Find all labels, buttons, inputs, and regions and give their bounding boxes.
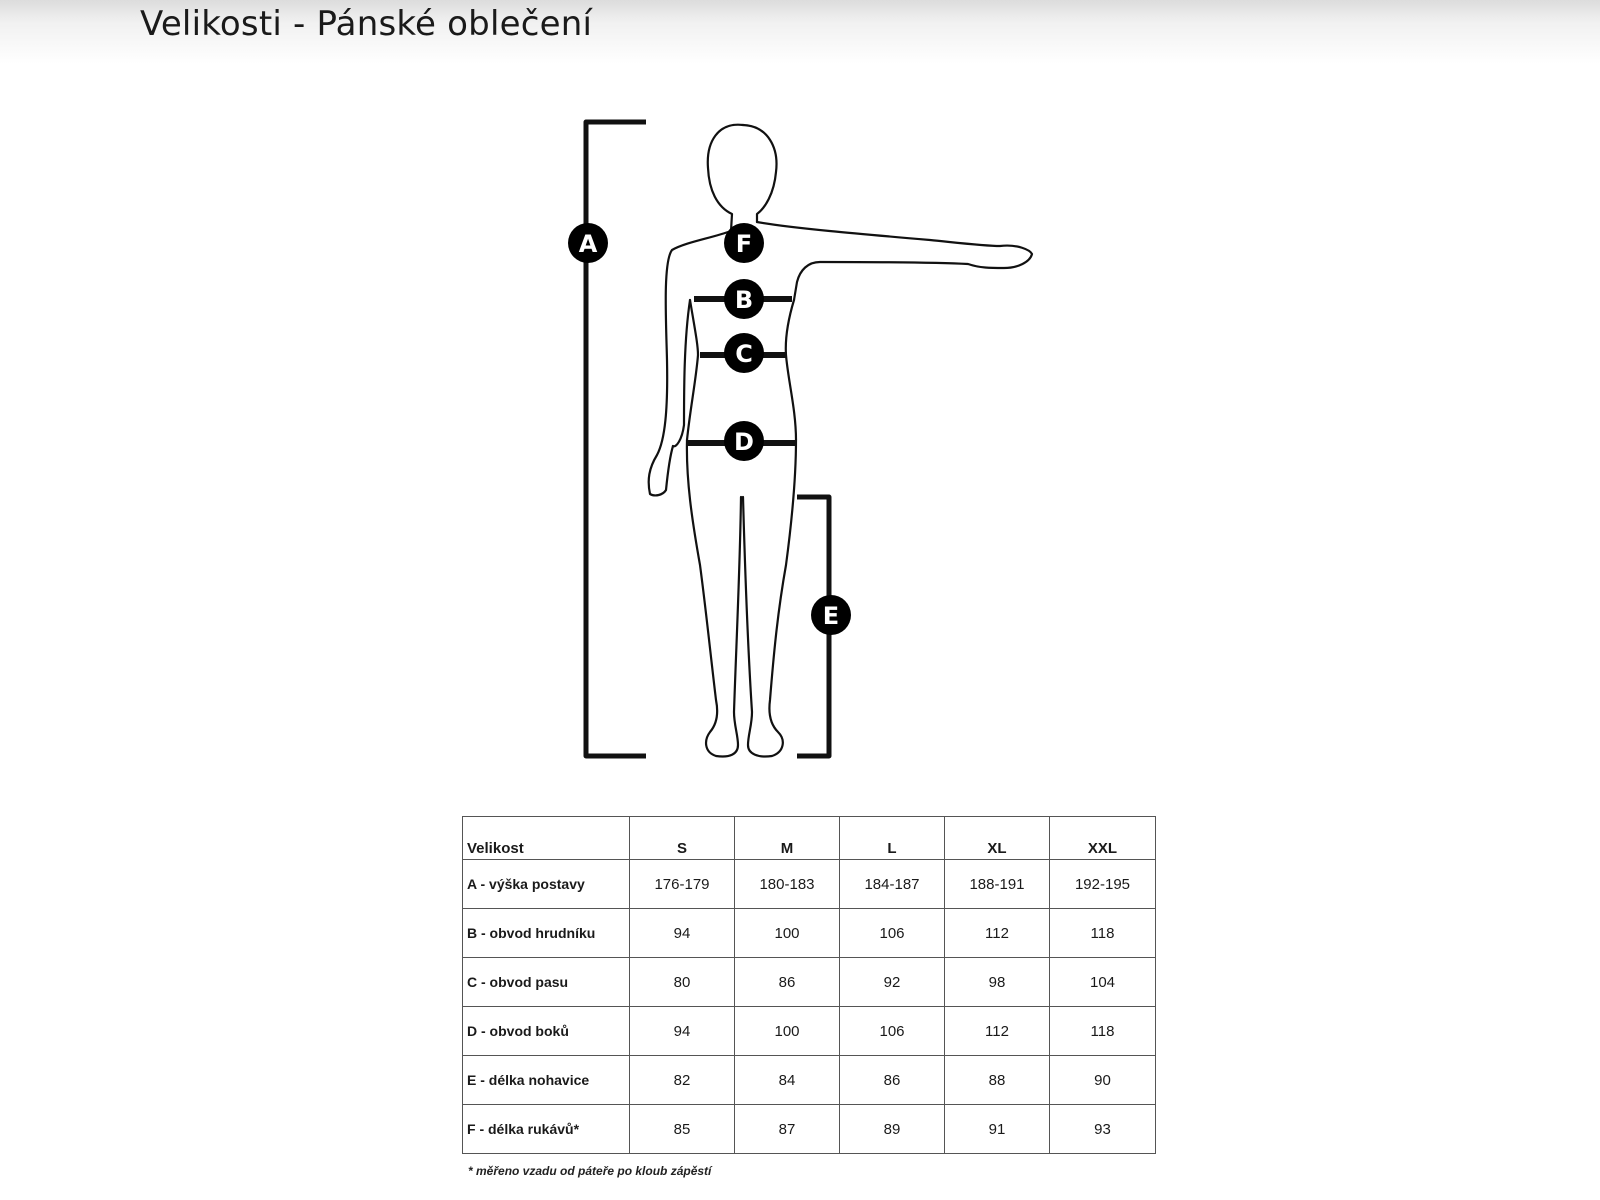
table-cell: 184-187 [839, 859, 945, 909]
marker-A: A [568, 223, 608, 263]
table-cell: 176-179 [629, 859, 735, 909]
marker-E-label: E [823, 602, 839, 630]
header-cell-m: M [734, 816, 840, 860]
table-cell: 88 [944, 1055, 1050, 1105]
marker-C: C [724, 333, 764, 373]
row-label-inseam: E - délka nohavice [462, 1055, 630, 1105]
marker-C-label: C [735, 340, 753, 368]
body-measurement-diagram: A F B C D E [568, 119, 1034, 759]
table-cell: 192-195 [1049, 859, 1156, 909]
height-bracket [583, 119, 646, 759]
table-cell: 93 [1049, 1104, 1156, 1154]
table-cell: 94 [629, 1006, 735, 1056]
table-cell: 82 [629, 1055, 735, 1105]
row-label-hips: D - obvod boků [462, 1006, 630, 1056]
table-row: B - obvod hrudníku 94 100 106 112 118 [462, 908, 1156, 958]
row-label-height: A - výška postavy [462, 859, 630, 909]
table-cell: 90 [1049, 1055, 1156, 1105]
table-cell: 84 [734, 1055, 840, 1105]
table-cell: 85 [629, 1104, 735, 1154]
marker-D: D [724, 421, 764, 461]
table-cell: 180-183 [734, 859, 840, 909]
table-row: D - obvod boků 94 100 106 112 118 [462, 1006, 1156, 1056]
table-cell: 94 [629, 908, 735, 958]
table-cell: 112 [944, 908, 1050, 958]
table-cell: 118 [1049, 1006, 1156, 1056]
table-cell: 112 [944, 1006, 1050, 1056]
table-cell: 87 [734, 1104, 840, 1154]
table-cell: 100 [734, 1006, 840, 1056]
table-cell: 106 [839, 1006, 945, 1056]
header-cell-s: S [629, 816, 735, 860]
table-cell: 80 [629, 957, 735, 1007]
table-cell: 98 [944, 957, 1050, 1007]
table-cell: 92 [839, 957, 945, 1007]
header-cell-l: L [839, 816, 945, 860]
page-title: Velikosti - Pánské oblečení [140, 4, 593, 44]
marker-A-label: A [579, 230, 598, 258]
marker-B: B [724, 279, 764, 319]
marker-B-label: B [735, 286, 753, 314]
marker-E: E [811, 595, 851, 635]
table-footnote: * měřeno vzadu od páteře po kloub zápěst… [468, 1164, 712, 1178]
table-row: E - délka nohavice 82 84 86 88 90 [462, 1055, 1156, 1105]
table-cell: 106 [839, 908, 945, 958]
table-row: C - obvod pasu 80 86 92 98 104 [462, 957, 1156, 1007]
table-cell: 89 [839, 1104, 945, 1154]
table-cell: 91 [944, 1104, 1050, 1154]
right-leg-outline [741, 438, 798, 758]
head-outline [706, 123, 745, 233]
marker-F: F [724, 223, 764, 263]
table-header-row: Velikost S M L XL XXL [462, 816, 1156, 860]
marker-F-label: F [736, 230, 752, 258]
row-label-chest: B - obvod hrudníku [462, 908, 630, 958]
header-cell-size: Velikost [462, 816, 630, 860]
row-label-sleeve: F - délka rukávů* [462, 1104, 630, 1154]
size-table: Velikost S M L XL XXL A - výška postavy … [462, 816, 1156, 1154]
left-arm-outline [647, 229, 733, 497]
table-row: F - délka rukávů* 85 87 89 91 93 [462, 1104, 1156, 1154]
row-label-waist: C - obvod pasu [462, 957, 630, 1007]
header-cell-xxl: XXL [1049, 816, 1156, 860]
table-cell: 86 [734, 957, 840, 1007]
table-row: A - výška postavy 176-179 180-183 184-18… [462, 859, 1156, 909]
left-leg-outline [685, 438, 743, 758]
header-cell-xl: XL [944, 816, 1050, 860]
table-cell: 104 [1049, 957, 1156, 1007]
table-cell: 100 [734, 908, 840, 958]
torso-right-outline [784, 298, 798, 442]
right-arm-outline [755, 220, 1034, 302]
marker-D-label: D [734, 428, 754, 456]
torso-left-outline [685, 298, 700, 442]
table-cell: 188-191 [944, 859, 1050, 909]
table-cell: 118 [1049, 908, 1156, 958]
table-cell: 86 [839, 1055, 945, 1105]
header-shade [0, 0, 1600, 64]
